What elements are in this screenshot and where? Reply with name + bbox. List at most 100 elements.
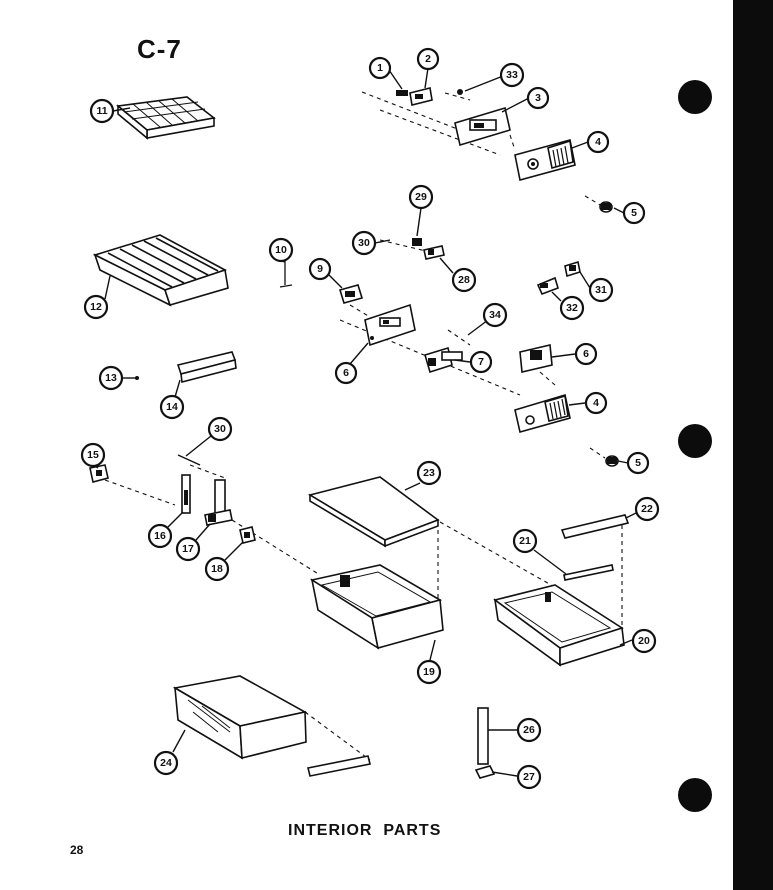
svg-text:34: 34 (489, 309, 501, 321)
svg-text:26: 26 (523, 724, 535, 736)
part-11-ice-tray (116, 96, 216, 140)
svg-text:23: 23 (423, 467, 435, 479)
svg-text:30: 30 (358, 237, 370, 249)
callout-27: 27 (516, 764, 542, 790)
callout-17: 17 (175, 536, 201, 562)
callout-21: 21 (512, 528, 538, 554)
callout-1: 1 (368, 56, 392, 80)
callout-22: 22 (634, 496, 660, 522)
svg-text:17: 17 (182, 543, 194, 555)
svg-text:21: 21 (519, 535, 531, 547)
part-19-crisper-drawer (309, 564, 444, 650)
part-23-crisper-cover (307, 476, 561, 600)
scan-edge-bar (733, 0, 773, 890)
callout-16: 16 (147, 523, 173, 549)
callout-24: 24 (153, 750, 179, 776)
part-14-trim-rail (135, 351, 237, 384)
callout-7: 7 (469, 350, 493, 374)
svg-text:22: 22 (641, 503, 653, 515)
control-assembly-upper (361, 87, 613, 213)
svg-text:33: 33 (506, 69, 518, 81)
svg-text:15: 15 (87, 449, 99, 461)
part-22-rail (560, 514, 630, 640)
callout-4a: 4 (586, 130, 610, 154)
callout-6a: 6 (334, 361, 358, 385)
part-4a-control-housing (514, 139, 576, 181)
callout-leaders (94, 67, 637, 777)
callout-33: 33 (499, 62, 525, 88)
control-assembly-lower (279, 238, 619, 467)
part-6a-plate (364, 303, 416, 347)
svg-text:11: 11 (96, 105, 107, 117)
callout-12: 12 (83, 294, 109, 320)
part-15-bracket (89, 464, 109, 483)
callout-23: 23 (416, 460, 442, 486)
callout-30b: 30 (207, 416, 233, 442)
punch-hole-bottom (678, 778, 712, 812)
part-32-connector (536, 276, 559, 296)
part-2-clip (409, 87, 433, 106)
svg-text:29: 29 (415, 191, 427, 203)
part-28-clip (423, 245, 445, 260)
callout-5a: 5 (622, 201, 646, 225)
svg-text:1: 1 (377, 62, 383, 74)
part-21-rail (563, 564, 614, 581)
callout-34: 34 (482, 302, 508, 328)
callout-15: 15 (80, 442, 106, 468)
part-16-hinge (181, 474, 191, 514)
part-27-foot (474, 765, 496, 779)
svg-text:10: 10 (275, 244, 287, 256)
svg-text:24: 24 (160, 757, 172, 769)
callout-30a: 30 (351, 230, 377, 256)
part-17-hinge (204, 479, 233, 526)
callout-3: 3 (526, 86, 550, 110)
callout-14: 14 (159, 394, 185, 420)
part-6b-thermostat (519, 344, 553, 373)
svg-text:12: 12 (90, 301, 102, 313)
callout-29: 29 (408, 184, 434, 210)
svg-text:4: 4 (595, 136, 601, 148)
svg-text:27: 27 (523, 771, 535, 783)
svg-text:5: 5 (631, 207, 637, 219)
svg-text:13: 13 (105, 372, 117, 384)
svg-text:9: 9 (317, 263, 323, 275)
part-4b-control-housing (514, 393, 571, 433)
callout-26: 26 (516, 717, 542, 743)
page-number: 28 (70, 843, 84, 857)
punch-hole-top (678, 80, 712, 114)
svg-text:14: 14 (166, 401, 178, 413)
svg-text:7: 7 (478, 356, 484, 368)
svg-text:4: 4 (593, 397, 599, 409)
diagram-code: C-7 (137, 34, 182, 64)
part-18-cap (239, 526, 256, 544)
part-29-screw (412, 238, 422, 246)
part-20-drawer (493, 584, 625, 667)
svg-text:28: 28 (458, 274, 470, 286)
svg-text:16: 16 (154, 530, 166, 542)
part-31-clip (564, 260, 581, 278)
callout-9: 9 (308, 257, 332, 281)
part-5b-knob (605, 455, 619, 467)
svg-text:6: 6 (583, 348, 589, 360)
bracket-parts (89, 454, 321, 576)
svg-text:20: 20 (638, 635, 650, 647)
svg-text:6: 6 (343, 367, 349, 379)
page-title: INTERIOR PARTS (288, 822, 442, 839)
svg-text:32: 32 (566, 302, 578, 314)
callout-32: 32 (559, 295, 585, 321)
callout-28: 28 (451, 267, 477, 293)
callout-19: 19 (416, 659, 442, 685)
svg-text:2: 2 (425, 53, 431, 65)
part-5a-knob (599, 201, 613, 213)
svg-text:19: 19 (423, 666, 435, 678)
callout-18: 18 (204, 556, 230, 582)
part-9-grommet (338, 284, 364, 304)
svg-text:3: 3 (535, 92, 541, 104)
svg-text:31: 31 (595, 284, 607, 296)
svg-text:18: 18 (211, 563, 223, 575)
part-26-post (477, 707, 489, 765)
callout-13: 13 (98, 365, 124, 391)
callout-11: 11 (89, 98, 115, 124)
svg-text:30: 30 (214, 423, 226, 435)
svg-text:5: 5 (635, 457, 641, 469)
